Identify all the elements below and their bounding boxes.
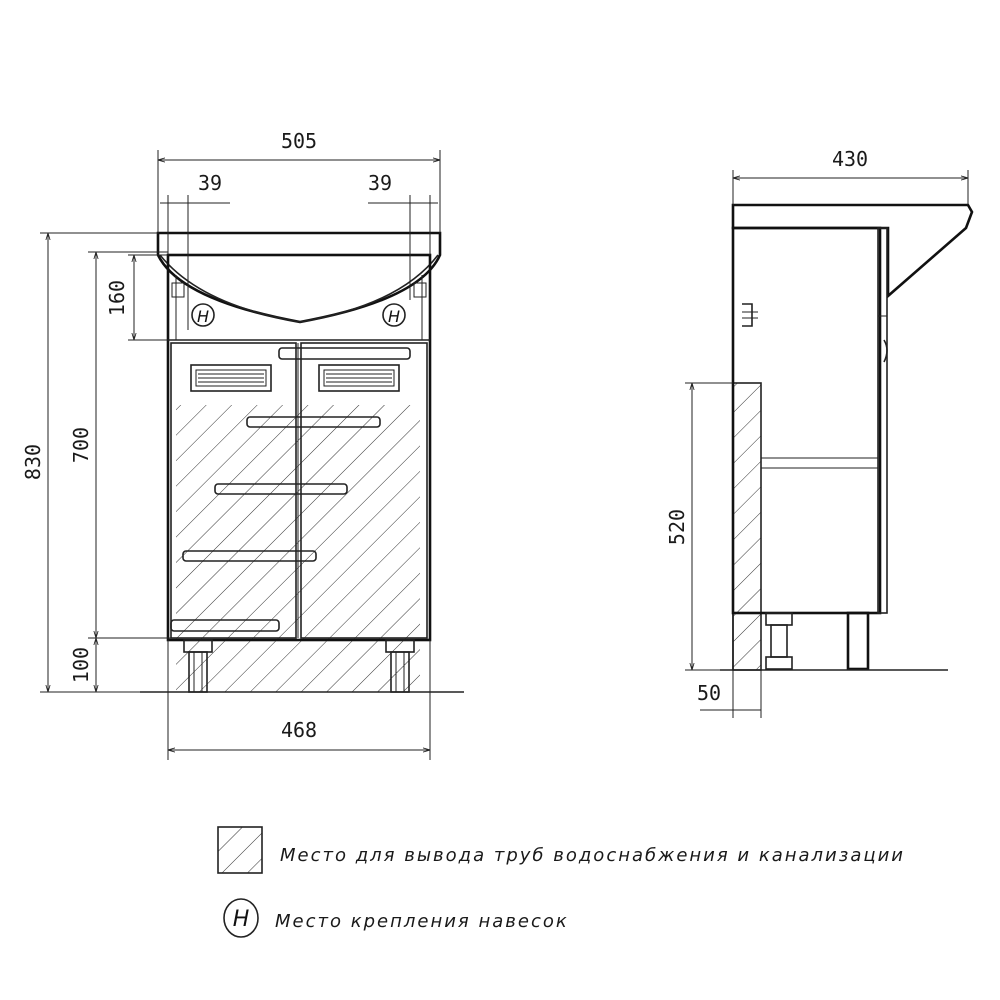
dim-pipe-zone-height: 520 — [665, 509, 689, 545]
dim-basin-height: 160 — [105, 280, 129, 316]
mount-marker-right: H — [382, 303, 406, 327]
left-vent — [190, 364, 272, 392]
dim-leg-height: 100 — [69, 647, 93, 683]
left-door-handle — [170, 619, 280, 632]
right-vent — [318, 364, 400, 392]
basin-edge — [159, 254, 439, 323]
right-door — [300, 342, 428, 639]
dim-total-width: 505 — [281, 129, 317, 153]
side-cabinet-body — [731, 226, 882, 615]
side-leg-back — [765, 612, 793, 670]
dim-body-height: 700 — [69, 427, 93, 463]
side-door-edge — [877, 227, 888, 614]
side-view: 430 520 50 — [665, 147, 974, 718]
legend-hatch-swatch — [217, 826, 263, 874]
dim-depth: 430 — [832, 147, 868, 171]
legend-mount-label: Место крепления навесок — [275, 911, 569, 932]
cabinet-body — [166, 253, 432, 642]
dim-total-height: 830 — [21, 444, 45, 480]
side-leg-front — [846, 611, 870, 671]
left-door — [170, 342, 297, 639]
shelf-line-2 — [214, 483, 348, 495]
svg-text:H: H — [197, 307, 209, 326]
legend: Место для вывода труб водоснабжения и ка… — [217, 826, 905, 938]
shelf-line-1 — [246, 416, 381, 428]
side-basin — [731, 203, 974, 299]
front-view: H H 505 39 — [21, 129, 464, 760]
svg-text:H: H — [233, 907, 250, 932]
dim-left-offset: 39 — [198, 171, 222, 195]
side-pipe-zone-hatch — [733, 383, 761, 670]
right-door-handle — [278, 347, 411, 360]
legend-mount-icon: H — [223, 898, 259, 938]
dim-bottom-width: 468 — [281, 718, 317, 742]
dim-right-offset: 39 — [368, 171, 392, 195]
svg-text:H: H — [388, 307, 400, 326]
shelf-line-3 — [182, 550, 317, 562]
dim-wall-gap: 50 — [697, 681, 721, 705]
mount-marker-left: H — [191, 303, 215, 327]
legend-hatch-label: Место для вывода труб водоснабжения и ка… — [280, 845, 905, 866]
